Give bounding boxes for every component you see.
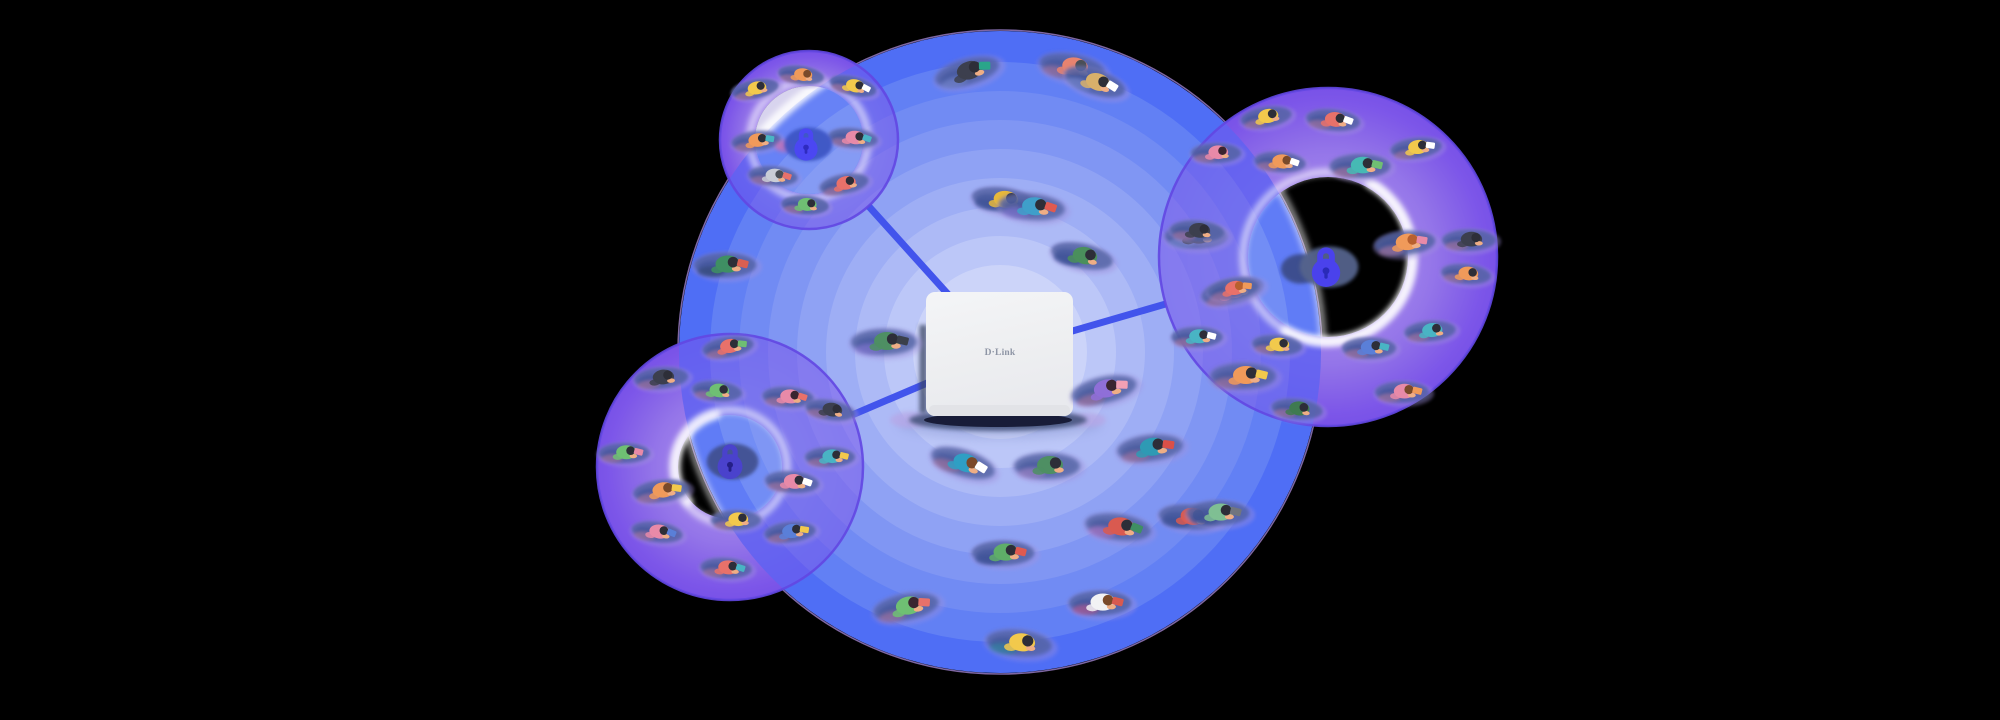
svg-text:D·Link: D·Link [985,348,1016,358]
